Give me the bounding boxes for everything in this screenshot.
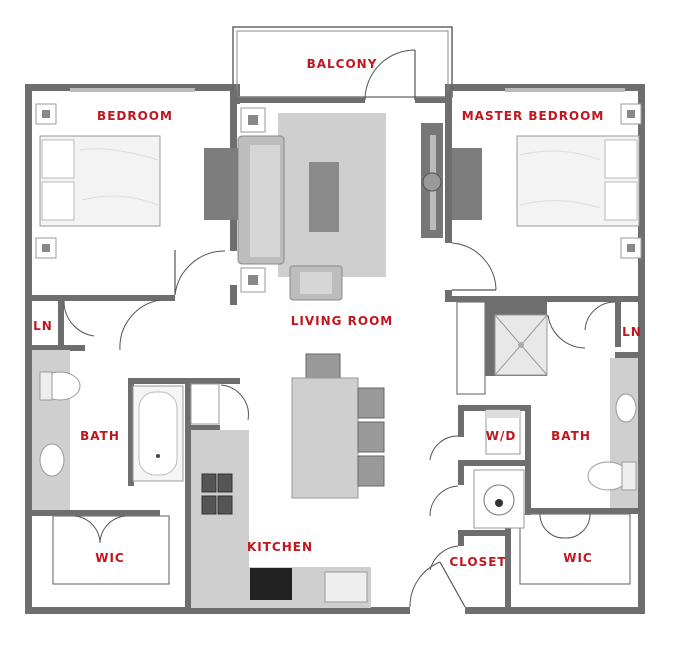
bedroom xyxy=(35,88,226,296)
label-master-bedroom: MASTER BEDROOM xyxy=(462,109,605,123)
kitchen xyxy=(190,383,371,608)
kitchen-counter xyxy=(191,430,249,608)
room-labels: BALCONY BEDROOM MASTER BEDROOM LIVING RO… xyxy=(33,57,642,569)
label-wd: W/D xyxy=(486,429,517,443)
living-room xyxy=(204,107,497,301)
balcony xyxy=(232,26,453,101)
label-ln-right: LN xyxy=(622,325,642,339)
label-wic-right: WIC xyxy=(563,551,593,565)
master-bedroom xyxy=(505,88,642,259)
label-balcony: BALCONY xyxy=(307,57,378,71)
dining-table xyxy=(291,377,359,499)
label-bedroom: BEDROOM xyxy=(97,109,173,123)
left-bath xyxy=(32,299,184,544)
label-ln-left: LN xyxy=(33,319,53,333)
label-bath-right: BATH xyxy=(551,429,591,443)
label-living-room: LIVING ROOM xyxy=(291,314,394,328)
label-closet: CLOSET xyxy=(449,555,506,569)
laundry-and-closet xyxy=(409,409,525,608)
label-wic-left: WIC xyxy=(95,551,125,565)
right-bath xyxy=(539,301,638,539)
dining-set xyxy=(291,353,385,499)
label-kitchen: KITCHEN xyxy=(247,540,313,554)
label-bath-left: BATH xyxy=(80,429,120,443)
